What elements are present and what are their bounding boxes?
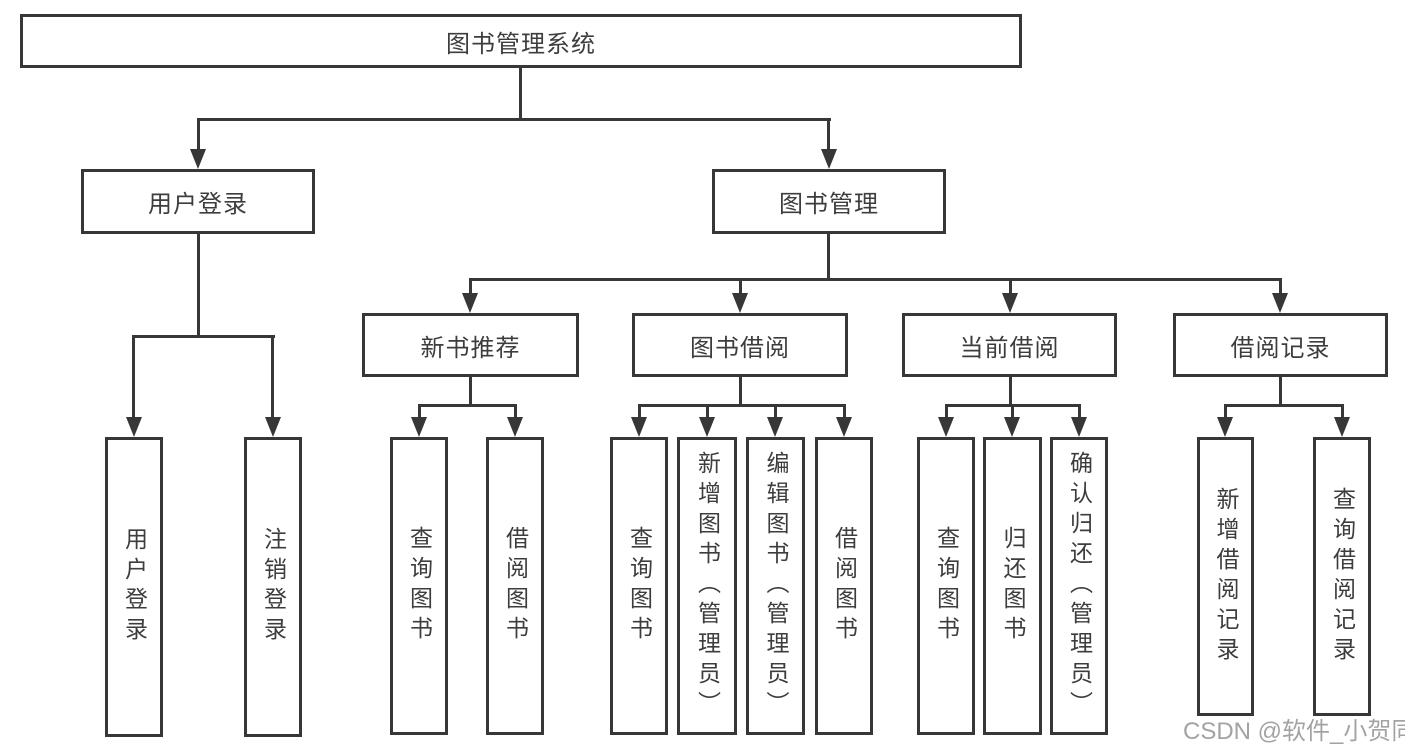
connector-mgmt-drop — [827, 118, 830, 151]
leaf-records-query-borrow-record-label: 查询借阅记录 — [1329, 486, 1356, 667]
connector-login-leaf1-drop — [132, 335, 135, 419]
arrowhead-current — [1002, 293, 1018, 313]
node-borrow-records-label: 借阅记录 — [1230, 334, 1331, 362]
arrowhead-recommend-leaf1 — [411, 417, 427, 437]
leaf-borrow-add-books-admin: 新增图书（管理员） — [677, 437, 737, 735]
arrowhead-borrow-leaf3 — [767, 417, 783, 437]
arrowhead-records-leaf2 — [1334, 417, 1350, 437]
leaf-current-confirm-return-admin: 确认归还（管理员） — [1050, 437, 1108, 735]
connector-login-drop — [197, 118, 200, 151]
leaf-login-logout: 注销登录 — [244, 437, 302, 737]
node-new-book-recommend-label: 新书推荐 — [420, 334, 521, 362]
arrowhead-recommend — [462, 293, 478, 313]
node-new-book-recommend: 新书推荐 — [362, 313, 579, 377]
leaf-recommend-query-books-label: 查询图书 — [406, 526, 433, 646]
connector-recommend-drop — [469, 278, 472, 296]
node-root: 图书管理系统 — [20, 14, 1022, 68]
arrowhead-borrow — [732, 293, 748, 313]
node-book-borrow: 图书借阅 — [632, 313, 848, 377]
leaf-current-return-books: 归还图书 — [983, 437, 1042, 735]
connector-records-rail — [1224, 404, 1344, 407]
arrowhead-borrow-leaf2 — [699, 417, 715, 437]
node-book-management: 图书管理 — [712, 169, 946, 234]
connector-current-drop — [1009, 278, 1012, 296]
node-book-borrow-label: 图书借阅 — [690, 334, 790, 362]
leaf-borrow-edit-books-admin-label: 编辑图书（管理员） — [763, 451, 789, 721]
leaf-records-query-borrow-record: 查询借阅记录 — [1313, 437, 1371, 716]
arrowhead-records — [1272, 293, 1288, 313]
arrowhead-mgmt — [821, 149, 837, 169]
node-root-label: 图书管理系统 — [446, 30, 596, 58]
leaf-recommend-borrow-books-label: 借阅图书 — [502, 526, 529, 646]
arrowhead-borrow-leaf1 — [631, 417, 647, 437]
connector-root-rail — [197, 118, 831, 121]
node-user-login-label: 用户登录 — [148, 191, 248, 218]
arrowhead-login-leaf1 — [126, 417, 142, 437]
connector-borrow-leaf1-drop — [638, 404, 641, 419]
node-borrow-records: 借阅记录 — [1173, 313, 1388, 377]
connector-current-leaf3-drop — [1078, 404, 1081, 419]
leaf-records-add-borrow-record: 新增借阅记录 — [1197, 437, 1254, 716]
arrowhead-records-leaf1 — [1217, 417, 1233, 437]
connector-current-leaf1-drop — [945, 404, 948, 419]
leaf-login-user-login: 用户登录 — [105, 437, 163, 737]
arrowhead-borrow-leaf4 — [836, 417, 852, 437]
leaf-borrow-borrow-books-label: 借阅图书 — [831, 526, 858, 646]
connector-records-drop — [1279, 278, 1282, 296]
connector-mgmt-rail — [469, 278, 1282, 281]
leaf-current-confirm-return-admin-label: 确认归还（管理员） — [1066, 451, 1093, 721]
connector-current-leaf2-drop — [1011, 404, 1014, 419]
connector-root-stem — [519, 68, 522, 120]
node-current-borrow: 当前借阅 — [902, 313, 1117, 377]
connector-borrow-rail — [638, 404, 846, 407]
connector-current-stem — [1009, 377, 1012, 405]
arrowhead-current-leaf2 — [1004, 417, 1020, 437]
connector-borrow-leaf2-drop — [706, 404, 709, 419]
leaf-borrow-borrow-books: 借阅图书 — [815, 437, 873, 735]
connector-records-leaf2-drop — [1341, 404, 1344, 419]
leaf-current-query-books-label: 查询图书 — [933, 526, 960, 646]
connector-borrow-leaf3-drop — [774, 404, 777, 419]
connector-borrow-stem — [739, 377, 742, 405]
connector-borrow-drop — [739, 278, 742, 296]
connector-recommend-leaf1-drop — [418, 404, 421, 419]
leaf-current-query-books: 查询图书 — [917, 437, 975, 735]
node-book-management-label: 图书管理 — [779, 191, 879, 218]
connector-login-rail — [133, 335, 275, 338]
connector-records-leaf1-drop — [1224, 404, 1227, 419]
leaf-recommend-borrow-books: 借阅图书 — [486, 437, 544, 735]
connector-mgmt-stem — [827, 234, 830, 281]
node-user-login: 用户登录 — [81, 169, 315, 234]
leaf-borrow-query-books: 查询图书 — [610, 437, 668, 735]
connector-borrow-leaf4-drop — [843, 404, 846, 419]
node-current-borrow-label: 当前借阅 — [959, 334, 1060, 362]
connector-recommend-leaf2-drop — [514, 404, 517, 419]
leaf-login-user-login-label: 用户登录 — [121, 527, 148, 647]
leaf-current-return-books-label: 归还图书 — [1000, 526, 1026, 646]
connector-login-stem — [197, 234, 200, 337]
arrowhead-recommend-leaf2 — [507, 417, 523, 437]
arrowhead-login-leaf2 — [265, 417, 281, 437]
connector-login-leaf2-drop — [271, 335, 274, 419]
leaf-borrow-add-books-admin-label: 新增图书（管理员） — [694, 451, 721, 721]
leaf-borrow-edit-books-admin: 编辑图书（管理员） — [746, 437, 805, 735]
connector-recommend-stem — [469, 377, 472, 405]
arrowhead-current-leaf1 — [938, 417, 954, 437]
leaf-login-logout-label: 注销登录 — [260, 527, 287, 647]
arrowhead-login — [190, 149, 206, 169]
leaf-borrow-query-books-label: 查询图书 — [626, 526, 653, 646]
leaf-recommend-query-books: 查询图书 — [390, 437, 448, 735]
csdn-watermark: CSDN @软件_小贺同学 — [1183, 718, 1405, 745]
arrowhead-current-leaf3 — [1071, 417, 1087, 437]
connector-records-stem — [1279, 377, 1282, 405]
connector-recommend-rail — [418, 404, 517, 407]
leaf-records-add-borrow-record-label: 新增借阅记录 — [1213, 486, 1239, 667]
